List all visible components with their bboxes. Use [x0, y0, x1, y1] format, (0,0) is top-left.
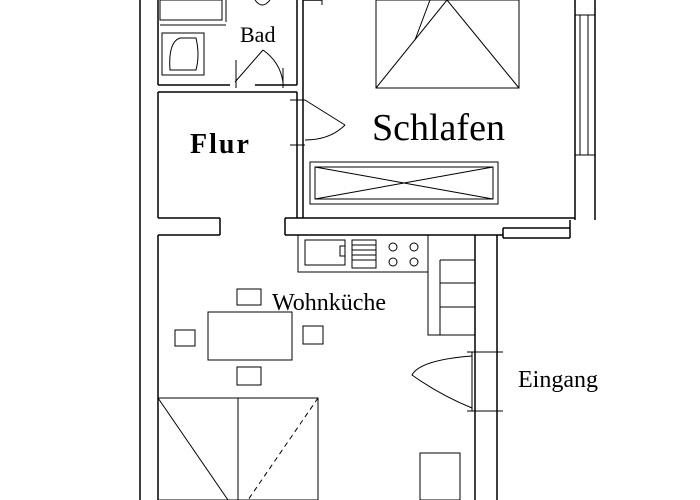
dining-table: [207, 311, 293, 361]
bathtub: [159, 0, 223, 21]
stove-burner: [388, 242, 398, 252]
chair: [236, 366, 262, 386]
sink-grid: [351, 239, 377, 269]
bathroom: Bad: [158, 0, 298, 93]
chair: [302, 325, 324, 345]
room-label-hall: Flur: [190, 129, 251, 160]
stairs: [427, 234, 476, 336]
wardrobe: [309, 161, 499, 205]
bed: [375, 0, 520, 89]
room-label-kitchen: Wohnküche: [272, 290, 386, 316]
chair: [236, 288, 262, 306]
bedroom-door: [304, 99, 346, 126]
stove-burner: [409, 242, 419, 252]
kitchen-counter: [297, 234, 429, 273]
cabinet: [419, 452, 461, 500]
bedroom: Schlafen: [303, 0, 595, 205]
stove-burner: [409, 257, 419, 267]
sink: [254, 0, 271, 6]
stove-burner: [388, 257, 398, 267]
room-label-bedroom: Schlafen: [372, 107, 505, 149]
bathroom-door: [234, 49, 264, 83]
kitchen-living: Wohnküche: [157, 234, 476, 500]
room-label-bath: Bad: [240, 22, 275, 47]
toilet: [161, 32, 205, 76]
entrance: Eingang: [411, 351, 598, 412]
hallway: Flur: [190, 0, 346, 218]
microwave: [304, 239, 346, 266]
room-label-entrance: Eingang: [518, 367, 598, 393]
chair: [174, 329, 196, 347]
